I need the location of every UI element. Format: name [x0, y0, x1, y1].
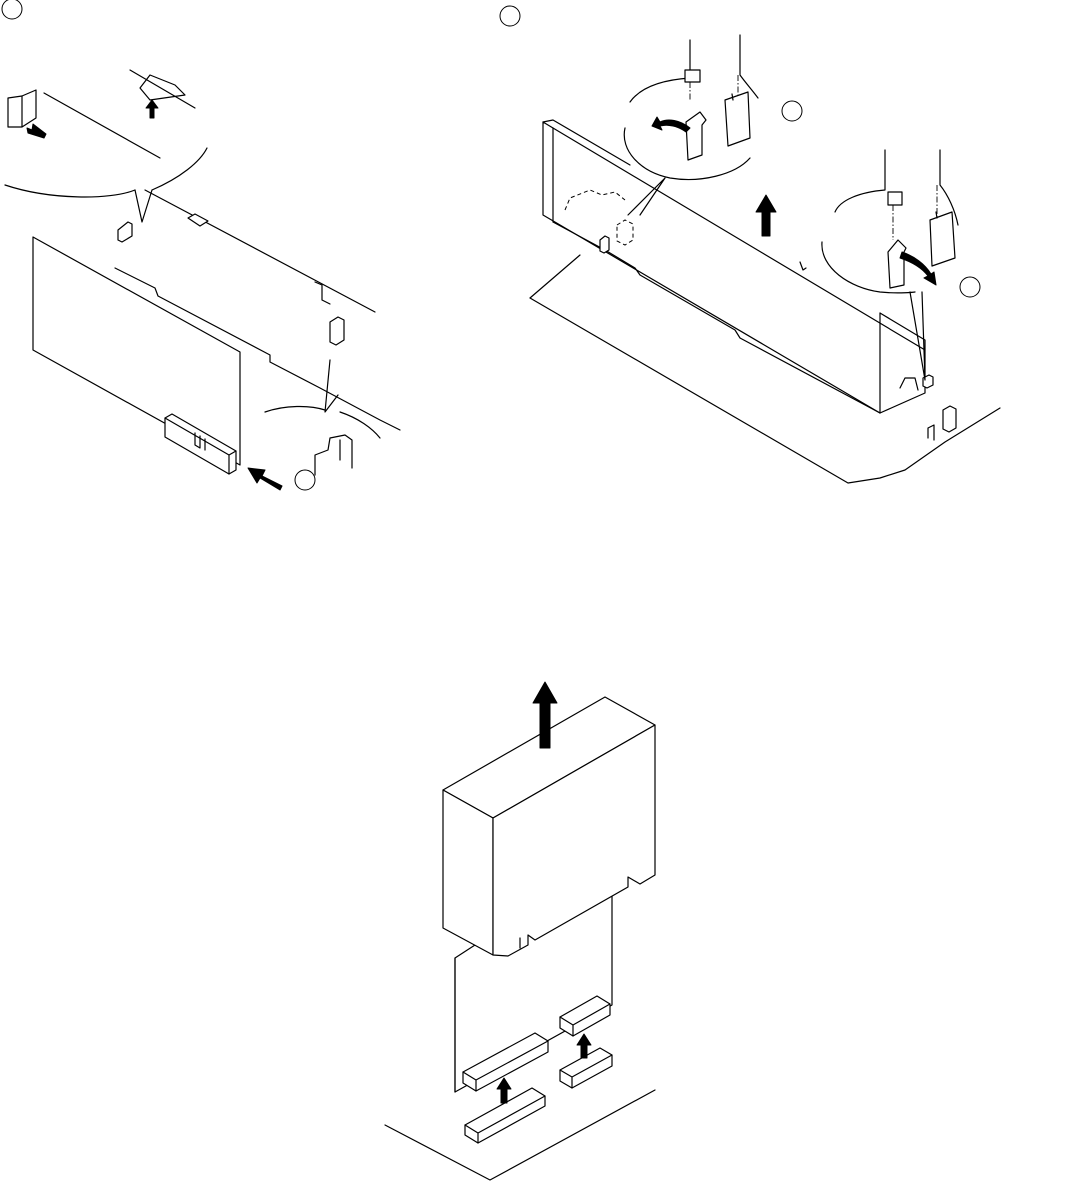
curved-arrow-icon — [900, 252, 936, 285]
hook-tab — [140, 75, 185, 100]
frame-rail — [145, 190, 375, 312]
step-marker-circle — [782, 101, 802, 121]
callout-bubble-outline — [835, 150, 885, 212]
shield-box-front — [443, 790, 493, 955]
callout-pointer — [325, 360, 338, 412]
step-marker-circle — [295, 470, 315, 490]
hook-tab — [686, 112, 706, 160]
callout-pointer — [135, 190, 152, 222]
up-arrow-icon — [497, 1078, 511, 1103]
latch-clip — [930, 212, 955, 266]
figure-top-right — [500, 6, 1000, 483]
step-marker-circle — [960, 277, 980, 297]
latch-clip — [725, 92, 750, 146]
lift-arrow-icon — [756, 195, 776, 236]
latch-clip — [315, 435, 352, 475]
push-arrow-icon — [27, 124, 46, 138]
pc-board — [33, 237, 240, 465]
clip — [118, 222, 132, 242]
figure-top-left — [2, 0, 400, 490]
shield-panel — [543, 122, 925, 413]
base-plate — [530, 255, 580, 298]
hook-tab — [888, 240, 906, 288]
clip — [330, 317, 344, 345]
step-marker-circle — [2, 0, 22, 19]
insert-arrow-icon — [248, 468, 282, 490]
callout-bubble-outline — [265, 406, 325, 412]
clip — [943, 406, 956, 432]
step-marker-circle — [500, 6, 520, 26]
curved-arrow-icon — [652, 117, 690, 132]
figure-bottom-center — [385, 682, 655, 1180]
callout-bubble-outline — [5, 185, 135, 197]
up-arrow-icon — [146, 100, 158, 118]
